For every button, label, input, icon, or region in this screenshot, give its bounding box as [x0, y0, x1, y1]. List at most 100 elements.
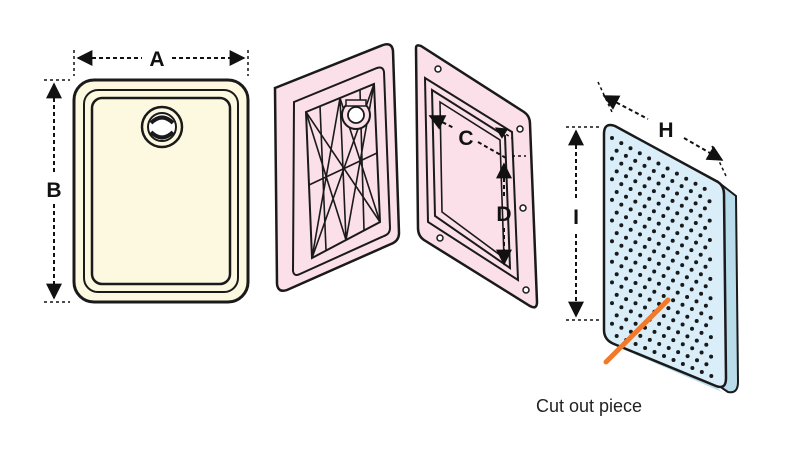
perforation-dot: [689, 248, 694, 253]
perforation-dot: [661, 194, 666, 198]
perforation-dot: [633, 301, 638, 306]
perforation-dot: [633, 342, 638, 346]
perforation-dot: [707, 218, 712, 223]
perforation-dot: [699, 291, 704, 296]
latch-knob-icon: [140, 105, 184, 149]
perforation-dot: [693, 221, 698, 225]
dimension-b: B: [44, 79, 70, 303]
perforation-dot: [619, 161, 624, 166]
perforation-dot: [661, 314, 666, 318]
perforation-dot: [619, 141, 624, 146]
perforation-dot: [684, 275, 689, 280]
perforation-dot: [671, 278, 675, 283]
perforation-dot: [680, 243, 684, 248]
perforation-dot: [665, 166, 670, 171]
dimension-i-label: I: [573, 206, 579, 229]
dimension-b-label: B: [46, 179, 61, 202]
perforation-dot: [665, 186, 670, 191]
perforation-dot: [703, 284, 708, 289]
perforation-dot: [628, 146, 633, 151]
perforation-dot: [614, 210, 619, 215]
perforation-dot: [675, 211, 680, 216]
perforation-dot: [665, 206, 670, 211]
perforation-dot: [647, 176, 652, 181]
perforation-dot: [670, 218, 675, 223]
perforation-dot: [698, 252, 703, 257]
perforation-dot: [661, 214, 666, 218]
perforation-dot: [610, 156, 614, 161]
perforation-dot: [652, 269, 657, 274]
perforation-dot: [642, 265, 647, 270]
perforation-dot: [680, 362, 685, 366]
perforation-dot: [642, 184, 647, 189]
mounting-frame: [414, 44, 539, 309]
perforation-dot: [647, 156, 652, 161]
perforation-dot: [638, 293, 643, 298]
perforation-dot: [656, 201, 661, 206]
perforation-dot: [642, 224, 647, 229]
cutout-pointer: [603, 297, 671, 365]
perforation-dot: [689, 208, 694, 213]
perforation-dot: [642, 244, 647, 249]
perforation-dot: [662, 354, 666, 358]
perforation-dot: [694, 319, 699, 323]
perforation-dot: [652, 289, 657, 294]
perforation-dot: [628, 166, 633, 171]
perforation-dot: [689, 307, 694, 311]
perforation-dot: [610, 197, 614, 202]
perforation-dot: [652, 249, 657, 254]
perforation-dot: [680, 263, 685, 268]
back-latch-icon: [341, 99, 371, 130]
perforation-dot: [670, 179, 675, 183]
perforation-dot: [633, 199, 638, 204]
perforation-dot: [684, 255, 689, 260]
perforation-dot: [633, 219, 638, 224]
perforation-dot: [619, 325, 624, 330]
perforation-dot: [610, 280, 614, 285]
perforation-dot: [614, 251, 619, 256]
perforation-dot: [702, 206, 707, 211]
perforation-dot: [652, 329, 657, 334]
perforation-dot: [619, 243, 624, 248]
perforation-dot: [680, 302, 685, 307]
perforation-dot: [614, 272, 619, 277]
perforation-dot: [624, 297, 629, 302]
screw-holes: [434, 65, 530, 294]
perforation-dot: [693, 181, 698, 186]
perforation-dot: [628, 207, 633, 212]
perforation-dot: [685, 354, 690, 359]
perforation-dot: [624, 317, 629, 322]
perforation-dot: [709, 354, 714, 359]
perforation-dot: [642, 163, 647, 168]
perforation-dot: [624, 235, 628, 240]
perforation-dot: [619, 202, 624, 207]
perforation-dot: [633, 179, 638, 184]
dimension-h: H: [597, 81, 727, 177]
perforation-dot: [704, 323, 709, 328]
perforation-dot: [709, 374, 714, 378]
perforation-dot: [671, 358, 676, 362]
perforation-dot: [638, 273, 643, 277]
perforation-dot: [666, 226, 670, 231]
dimension-c-label: C: [458, 127, 473, 150]
perforation-dot: [638, 232, 642, 237]
perforation-dot: [694, 279, 699, 284]
perforation-dot: [704, 342, 709, 347]
perforation-dot: [694, 338, 699, 343]
perforation-dot: [661, 234, 666, 238]
perforation-dot: [699, 330, 704, 335]
perforation-dot: [708, 335, 713, 340]
perforation-dot: [698, 194, 703, 199]
perforation-dot: [674, 171, 679, 176]
perforation-dot: [699, 350, 704, 355]
perforation-dot: [656, 281, 661, 286]
perforation-dot: [619, 223, 624, 228]
perforation-dot: [676, 350, 681, 355]
dimension-c: C: [428, 115, 513, 159]
perforation-dot: [708, 276, 713, 281]
perforation-dot: [694, 240, 698, 245]
perforation-dot: [610, 177, 614, 182]
perforation-dot: [698, 233, 703, 238]
perforation-dot: [693, 201, 698, 206]
perforation-dot: [638, 252, 643, 257]
